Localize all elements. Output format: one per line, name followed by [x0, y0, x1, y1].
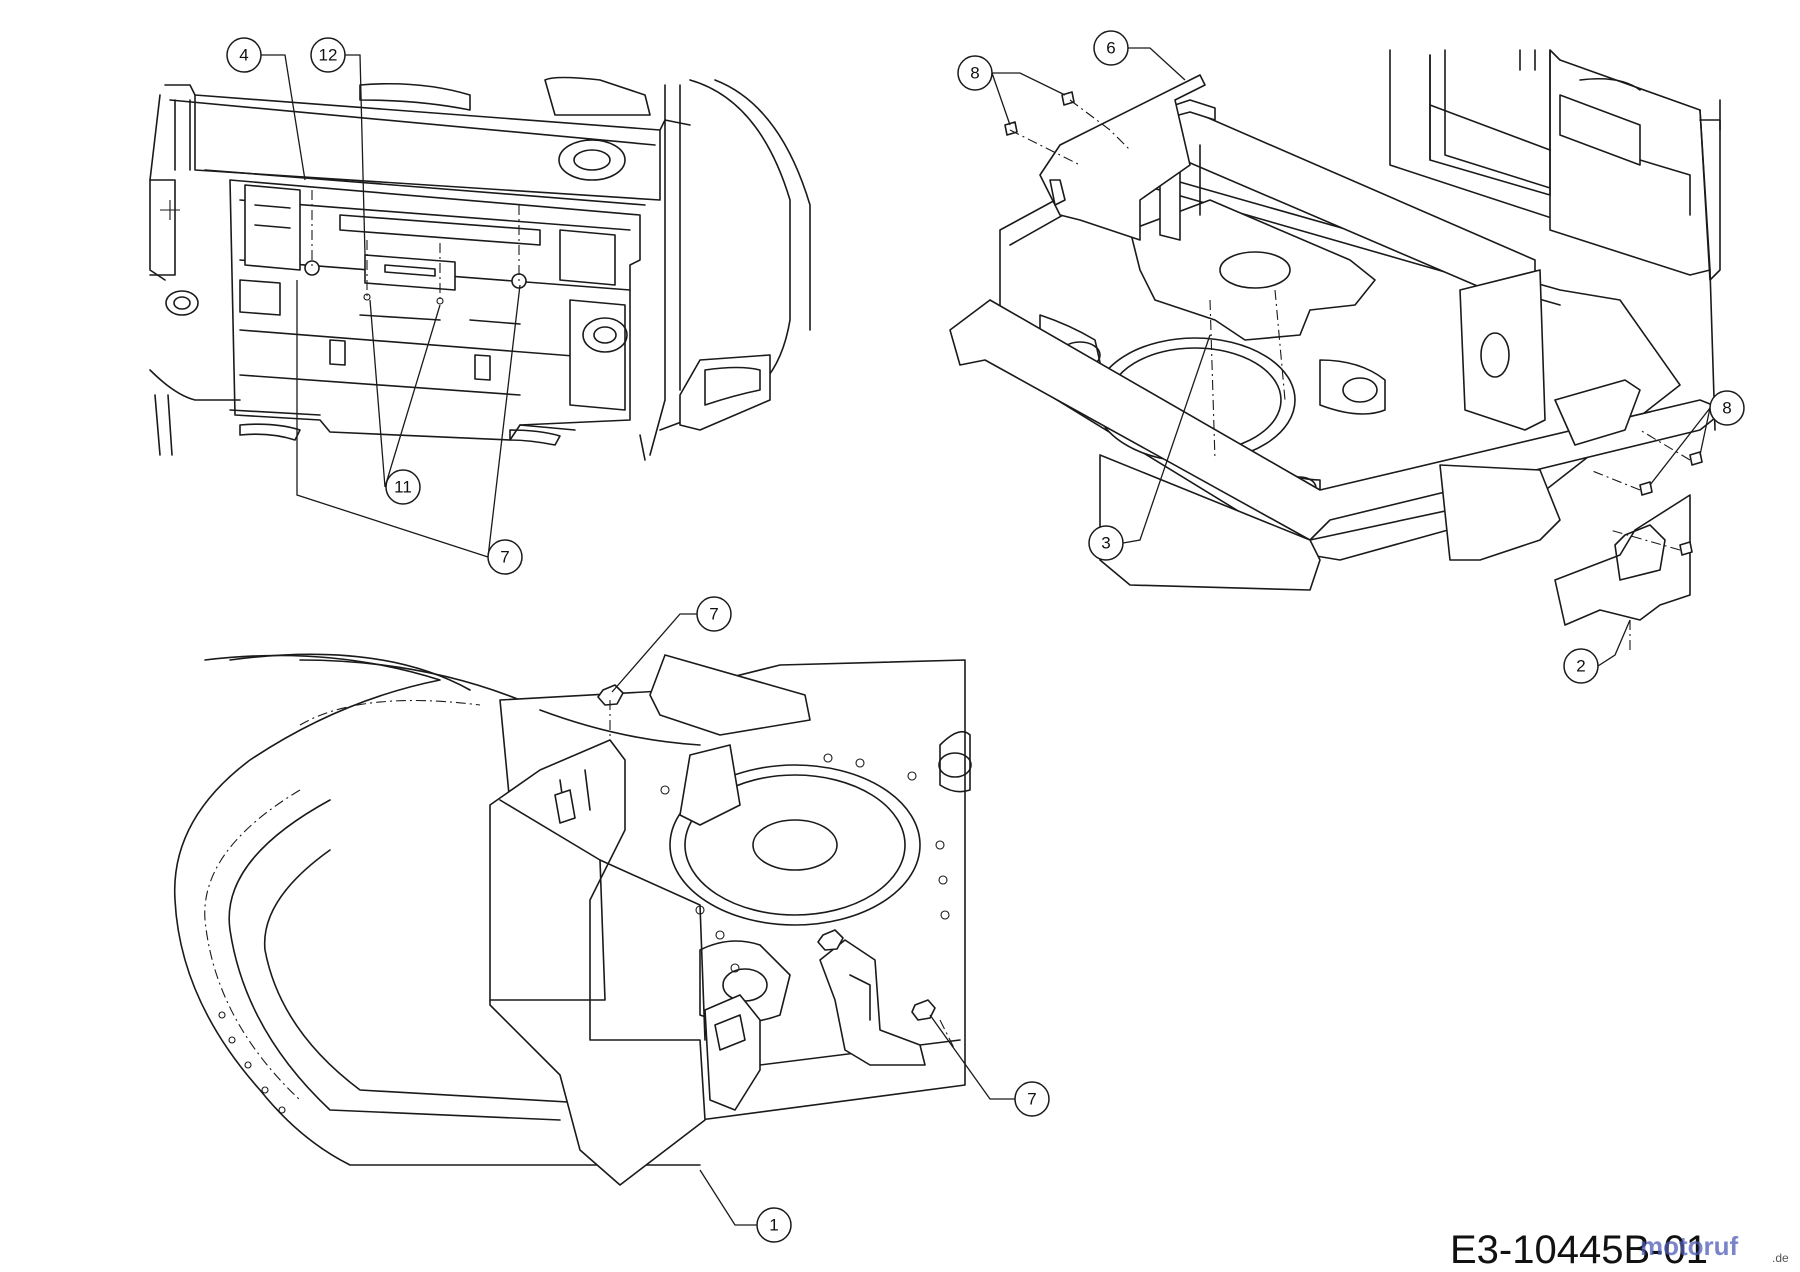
callout-12: 12	[310, 37, 346, 73]
watermark-suffix: .de	[1772, 1251, 1789, 1265]
callout-11: 11	[385, 469, 421, 505]
callout-label: 7	[1027, 1090, 1036, 1109]
callout-label: 3	[1101, 534, 1110, 553]
callout-label: 1	[769, 1216, 778, 1235]
callout-label: 8	[1722, 399, 1731, 418]
callout-label: 7	[709, 605, 718, 624]
callout-label: 11	[394, 478, 412, 497]
watermark-logo: motoruf	[1640, 1231, 1739, 1261]
drawing-code: E3-10445B-01	[1450, 1228, 1708, 1272]
leader-lines	[261, 47, 1711, 1226]
callout-7-bottom-upper: 7	[696, 596, 732, 632]
callout-label: 6	[1106, 39, 1115, 58]
callout-label: 8	[970, 64, 979, 83]
view-top-left	[149, 76, 811, 461]
callout-label: 7	[500, 548, 509, 567]
callout-3: 3	[1088, 525, 1124, 561]
callout-7-top: 7	[487, 539, 523, 575]
view-top-right	[949, 49, 1726, 650]
nut-icon	[597, 684, 936, 1021]
view-bottom-left	[173, 653, 972, 1186]
callout-label: 2	[1576, 657, 1585, 676]
callout-6: 6	[1093, 30, 1129, 66]
callout-1: 1	[756, 1207, 792, 1243]
callout-label: 12	[319, 46, 338, 65]
nut-icon	[304, 260, 527, 305]
callout-7-bottom-right: 7	[1014, 1081, 1050, 1117]
callout-8-right: 8	[1709, 390, 1745, 426]
callout-2: 2	[1563, 648, 1599, 684]
callout-label: 4	[239, 46, 248, 65]
callout-4: 4	[226, 37, 262, 73]
screw-icon	[1004, 91, 1703, 556]
callout-8-upper: 8	[957, 55, 993, 91]
